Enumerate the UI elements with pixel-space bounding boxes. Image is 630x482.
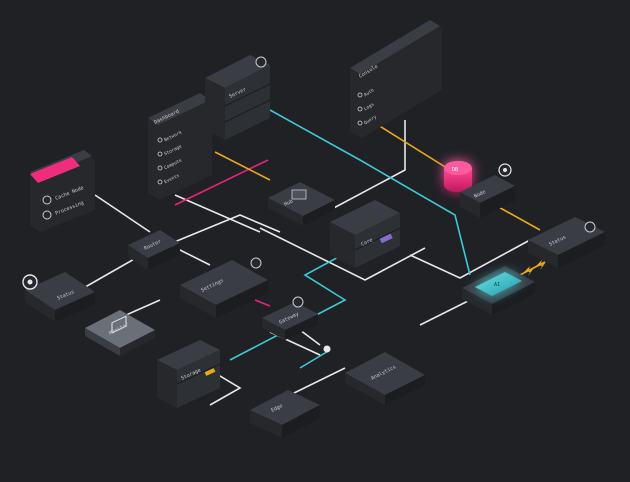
- wire-white: [259, 227, 426, 281]
- list-bullet-icon: [357, 120, 363, 126]
- chip-label: AI: [494, 282, 500, 288]
- panel-header-accent: [30, 157, 80, 183]
- display-icon: [111, 315, 127, 334]
- node-device[interactable]: Node: [460, 163, 515, 218]
- wire-amber: [519, 261, 546, 276]
- wire-cyan: [269, 109, 471, 276]
- wire-amber: [494, 204, 541, 231]
- status-led: [379, 233, 393, 244]
- lock-icon: [255, 56, 267, 68]
- wire-white: [419, 299, 471, 326]
- wire-white: [299, 329, 321, 346]
- wire-cyan: [299, 349, 331, 369]
- hub-label: Hub: [283, 199, 294, 208]
- list-bullet-icon: [157, 165, 163, 171]
- monitor-device[interactable]: Monitor: [85, 310, 155, 356]
- cache-node-panel[interactable]: Cache Node Processing: [30, 150, 95, 232]
- ai-chip[interactable]: AI: [462, 266, 535, 315]
- node-label: Node: [473, 189, 486, 200]
- gateway-node[interactable]: Gateway: [262, 296, 318, 340]
- core-server[interactable]: Core: [330, 200, 401, 268]
- status-tile-left[interactable]: Status: [22, 272, 95, 322]
- list-bullet-icon: [157, 179, 163, 185]
- wire-white: [94, 194, 151, 233]
- wire-magenta: [254, 299, 271, 307]
- status-tablet[interactable]: Status: [528, 217, 605, 268]
- lock-icon: [584, 221, 596, 233]
- hub-node[interactable]: Hub: [268, 182, 335, 226]
- wire-amber: [369, 119, 451, 171]
- analytics-card[interactable]: Analytics: [345, 352, 425, 405]
- server-stack[interactable]: Server: [205, 55, 271, 140]
- gear-icon: [292, 296, 304, 308]
- edge-card[interactable]: Edge: [250, 390, 320, 438]
- wire-white: [289, 367, 346, 396]
- wire-white: [174, 194, 261, 233]
- list-bullet-icon: [157, 151, 163, 157]
- wire-white: [149, 214, 281, 253]
- list-item: Auth: [363, 87, 376, 98]
- target-icon: [250, 257, 262, 269]
- chip-glow: [475, 272, 522, 296]
- status-led: [204, 368, 216, 376]
- edge-label: Edge: [270, 403, 283, 414]
- core-label: Core: [360, 237, 373, 248]
- connection-lines: [79, 109, 546, 406]
- wire-amber: [214, 151, 271, 181]
- db-label: DB: [452, 167, 458, 173]
- storage-server[interactable]: Storage: [157, 340, 221, 408]
- chip-icon: [291, 189, 307, 200]
- router-node[interactable]: Router: [128, 230, 180, 270]
- gear-icon: [42, 210, 52, 220]
- bolt-icon: [524, 260, 546, 276]
- database-cylinder[interactable]: DB: [444, 161, 472, 192]
- wire-white: [409, 239, 531, 279]
- wire-magenta: [174, 159, 269, 206]
- junction-dot: [323, 345, 331, 353]
- list-bullet-icon: [357, 92, 363, 98]
- target-icon: [42, 195, 52, 205]
- wire-white: [329, 120, 406, 211]
- list-item: Logs: [363, 101, 376, 112]
- list-bullet-icon: [157, 137, 163, 143]
- settings-card[interactable]: Settings: [180, 257, 268, 318]
- list-bullet-icon: [357, 106, 363, 112]
